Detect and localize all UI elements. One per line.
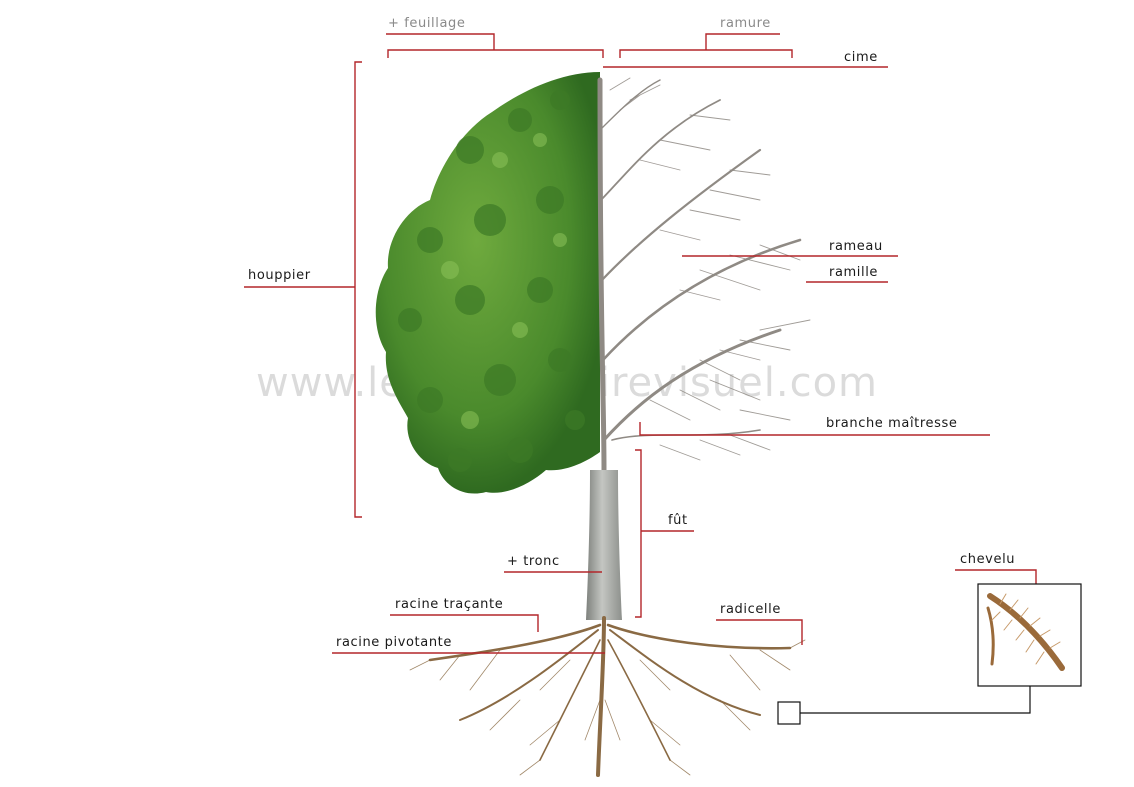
label-feuillage[interactable]: + feuillage [388, 16, 466, 31]
label-chevelu: chevelu [960, 552, 1015, 567]
label-racine-pivotante: racine pivotante [336, 635, 452, 650]
label-ramille: ramille [829, 265, 878, 280]
detail-inset [778, 584, 1081, 724]
label-racine-tracante: racine traçante [395, 597, 503, 612]
trunk-icon [586, 470, 622, 620]
label-cime: cime [844, 50, 878, 65]
label-ramure[interactable]: ramure [720, 16, 771, 31]
roots-icon [410, 618, 805, 775]
label-radicelle: radicelle [720, 602, 781, 617]
branches-icon [600, 78, 810, 470]
label-houppier: houppier [248, 268, 311, 283]
label-branche-maitresse: branche maîtresse [826, 416, 957, 431]
foliage-icon [376, 72, 600, 494]
label-tronc[interactable]: + tronc [507, 554, 560, 569]
leader-lines [244, 34, 1046, 653]
label-rameau: rameau [829, 239, 883, 254]
label-fut: fût [668, 513, 688, 528]
